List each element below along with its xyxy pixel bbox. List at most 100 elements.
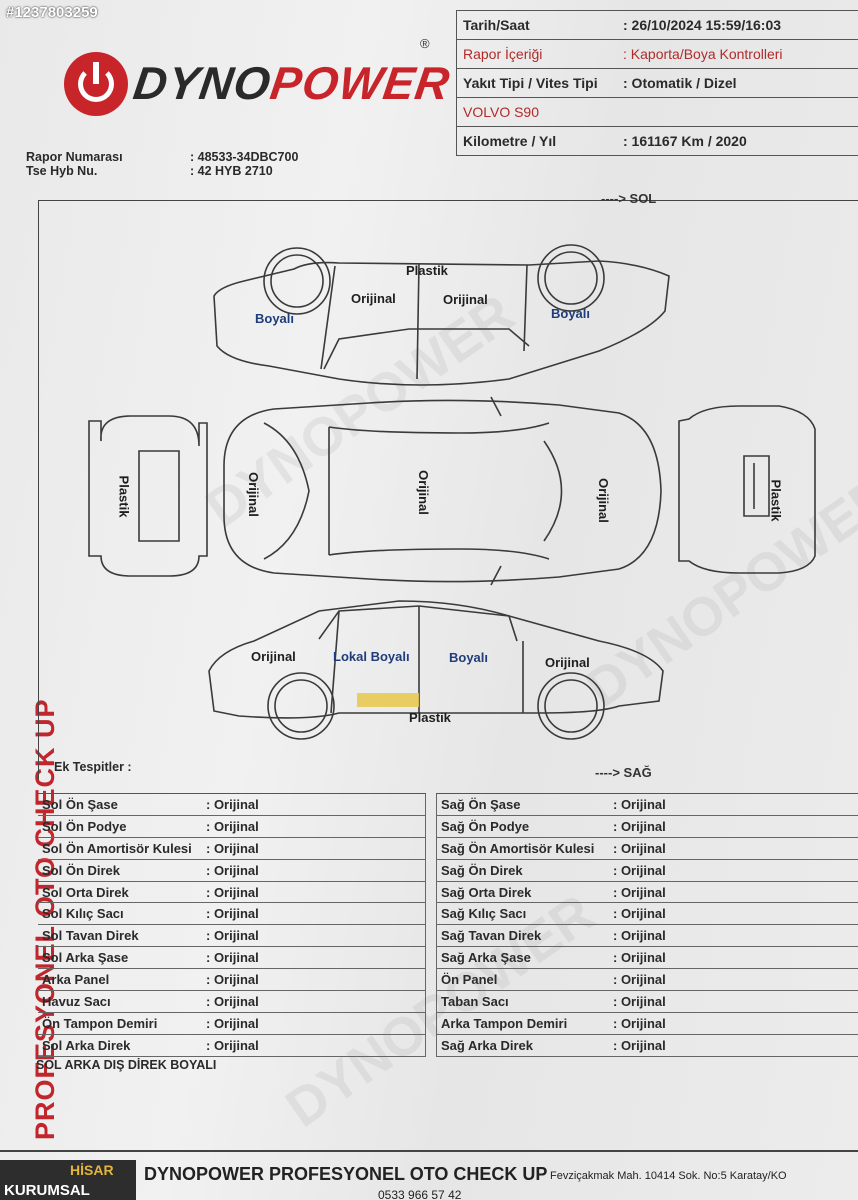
ek-tespitler-label: Ek Tespitler :	[54, 760, 132, 774]
check-label: Sol Kılıç Sacı	[42, 906, 124, 922]
check-row: Arka Tampon Demiri : Orijinal	[436, 1012, 858, 1035]
check-label: Sol Ön Podye	[42, 818, 127, 834]
label-bot-lokal-boyali: Lokal Boyalı	[333, 649, 410, 664]
check-value: : Orijinal	[206, 818, 259, 834]
info-label: Kilometre / Yıl	[463, 133, 557, 149]
logo-wordmark: DYNOPOWER	[130, 56, 453, 110]
label-top-orijinal-1: Orijinal	[351, 291, 396, 306]
check-row: Sağ Orta Direk: Orijinal	[436, 881, 858, 904]
info-label: Tarih/Saat	[463, 17, 530, 33]
check-label: Sol Ön Direk	[42, 862, 121, 878]
check-row: Sağ Ön Podye : Orijinal	[436, 815, 858, 838]
check-label: Sol Ön Şase	[42, 796, 118, 812]
check-value: : Orijinal	[613, 1015, 666, 1031]
check-label: Havuz Sacı	[42, 993, 111, 1009]
dynopower-logo: DYNOPOWER ®	[62, 26, 453, 116]
check-row: Sol Ön Şase : Orijinal	[38, 794, 426, 816]
info-value: : 26/10/2024 15:59/16:03	[623, 17, 782, 33]
footer: HİSAR KURUMSAL DYNOPOWER PROFESYONEL OTO…	[0, 1150, 858, 1200]
report-number-value: : 48533-34DBC700	[190, 150, 299, 164]
check-row: Sol Tavan Direk : Orijinal	[38, 925, 426, 948]
car-body-diagram: ----> SOL ----> SAĞ Plastik Orijinal Ori…	[38, 191, 858, 780]
check-value: : Orijinal	[206, 1037, 259, 1053]
info-label: VOLVO S90	[463, 104, 540, 120]
check-value: : Orijinal	[206, 862, 259, 878]
logo-power: POWER	[267, 57, 454, 109]
check-row: Sol Ön Direk : Orijinal	[38, 859, 426, 882]
check-label: Sağ Orta Direk	[441, 884, 532, 900]
extra-finding-note: SOL ARKA DIŞ DİREK BOYALI	[36, 1058, 217, 1072]
logo-dyno: DYNO	[130, 57, 275, 109]
footer-phone: 0533 966 57 42	[378, 1188, 462, 1200]
check-label: Taban Sacı	[441, 993, 509, 1009]
check-label: Sağ Kılıç Sacı	[441, 906, 527, 922]
label-top-orijinal-2: Orijinal	[443, 292, 488, 307]
dir-sol: ----> SOL	[601, 191, 657, 206]
check-row: Sağ Arka Direk: Orijinal	[436, 1034, 858, 1057]
listing-id: #1237803259	[6, 4, 98, 21]
check-row: Sağ Ön Şase: Orijinal	[436, 794, 858, 816]
label-front-plastik: Plastik	[768, 479, 784, 522]
left-front-wheel-inner	[544, 251, 598, 305]
hisar-kurumsal-badge: HİSAR KURUMSAL	[0, 1160, 136, 1200]
car-top-outline	[223, 399, 662, 583]
check-value: : Orijinal	[206, 928, 259, 944]
check-label: Sol Orta Direk	[42, 884, 129, 900]
check-label: Sağ Ön Podye	[441, 818, 530, 834]
left-front-wheel	[537, 244, 605, 312]
check-label: Sol Arka Şase	[42, 950, 129, 966]
check-value: : Orijinal	[613, 818, 666, 834]
info-row: Rapor İçeriği: Kaporta/Boya Kontrolleri	[457, 40, 858, 69]
label-roof-orijinal-1: Orijinal	[245, 472, 261, 517]
label-roof-orijinal-3: Orijinal	[595, 478, 611, 523]
check-label: Sol Tavan Direk	[42, 928, 139, 944]
report-meta: Rapor Numarası : 48533-34DBC700 Tse Hyb …	[26, 150, 298, 178]
check-label: Arka Panel	[42, 972, 110, 988]
power-icon	[64, 52, 128, 116]
check-value: : Orijinal	[206, 796, 259, 812]
check-value: : Orijinal	[206, 884, 259, 900]
check-row: Sağ Tavan Direk: Orijinal	[436, 925, 858, 948]
check-label: Sağ Ön Amortisör Kulesi	[441, 840, 595, 856]
dir-sag: ----> SAĞ	[595, 765, 652, 780]
right-front-wheel-inner	[544, 679, 598, 733]
label-bot-orijinal-left: Orijinal	[251, 649, 296, 664]
check-row: Sol Arka Şase: Orijinal	[38, 947, 426, 970]
tse-value: : 42 HYB 2710	[190, 164, 273, 178]
check-row: Taban Sacı : Orijinal	[436, 991, 858, 1013]
check-row: Sağ Ön Amortisör Kulesi: Orijinal	[436, 837, 858, 860]
footer-address: Fevziçakmak Mah. 10414 Sok. No:5 Karatay…	[550, 1170, 787, 1182]
report-number-label: Rapor Numarası	[26, 150, 123, 164]
check-label: Sağ Arka Şase	[441, 950, 531, 966]
label-bot-orijinal-right: Orijinal	[545, 655, 590, 670]
check-label: Arka Tampon Demiri	[441, 1015, 568, 1031]
label-top-plastik: Plastik	[406, 263, 448, 278]
check-row: Ön Tampon Demiri : Orijinal	[38, 1012, 426, 1035]
car-outline-drawing	[88, 244, 816, 740]
check-row: Sol Orta Direk : Orijinal	[38, 881, 426, 904]
car-rear-outline	[88, 415, 208, 577]
kurumsal-label: KURUMSAL	[4, 1182, 90, 1199]
lokal-boyali-area	[357, 693, 419, 707]
info-row: VOLVO S90	[457, 98, 858, 127]
check-value: : Orijinal	[613, 1037, 666, 1053]
info-value: : 161167 Km / 2020	[623, 133, 747, 149]
check-value: : Orijinal	[206, 993, 259, 1009]
check-value: : Orijinal	[613, 928, 666, 944]
check-value: : Orijinal	[206, 1015, 259, 1031]
hisar-label: HİSAR	[70, 1162, 114, 1178]
check-row: Sağ Arka Şase: Orijinal	[436, 947, 858, 970]
check-value: : Orijinal	[613, 993, 666, 1009]
check-row: Ön Panel: Orijinal	[436, 969, 858, 992]
label-rear-plastik: Plastik	[116, 475, 132, 518]
registered-mark: ®	[420, 36, 430, 51]
left-rear-wheel	[263, 247, 331, 315]
check-label: Sol Ön Amortisör Kulesi	[42, 840, 192, 856]
check-label: Ön Tampon Demiri	[42, 1015, 158, 1031]
label-bot-plastik: Plastik	[409, 710, 451, 725]
left-rear-wheel-inner	[270, 254, 324, 308]
car-right-side-outline	[208, 600, 664, 719]
